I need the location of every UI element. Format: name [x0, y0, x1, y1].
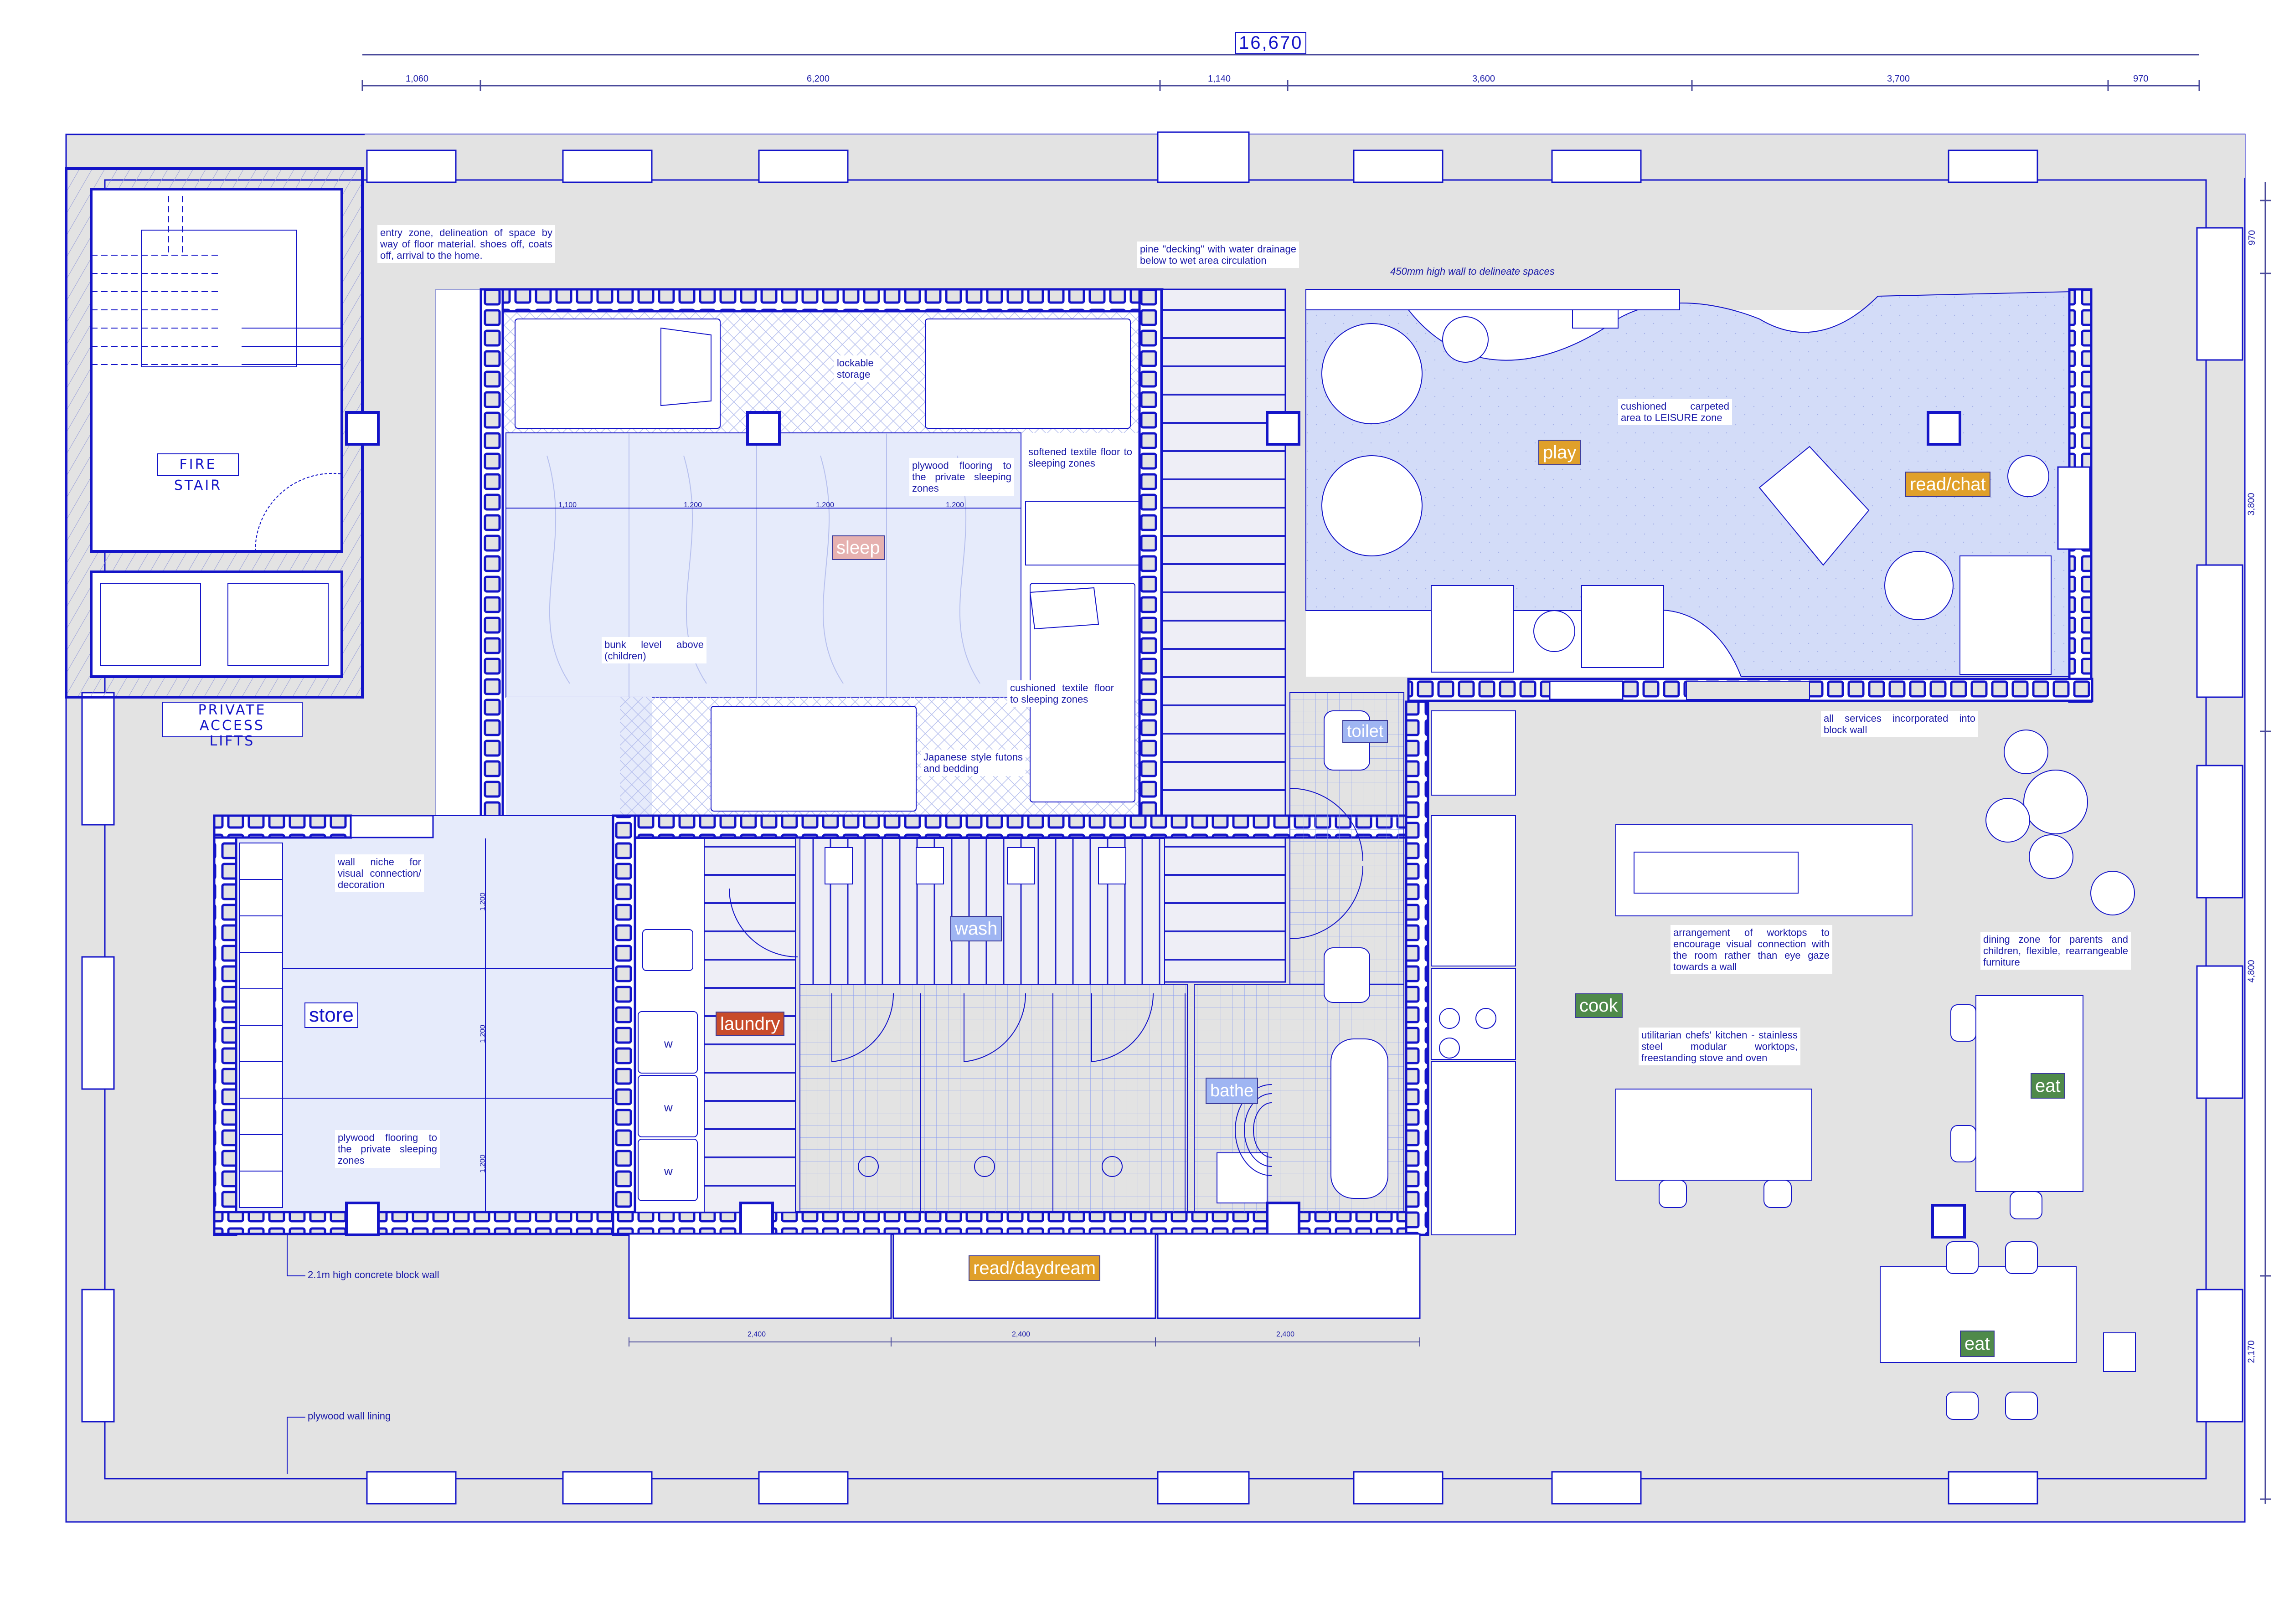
dimension-top-2: 6,200	[807, 74, 830, 84]
note-services-block-wall: all services incorporated into block wal…	[1821, 711, 1978, 737]
zone-cook-tag: cook	[1575, 993, 1623, 1018]
note-chefs-kitchen: utilitarian chefs' kitchen - stainless s…	[1639, 1028, 1800, 1065]
note-softened-textile: softened textile floor to sleeping zones	[1026, 444, 1135, 471]
zone-laundry-tag: laundry	[716, 1012, 785, 1036]
note-450mm-wall: 450mm high wall to delineate spaces	[1390, 266, 1555, 277]
dimension-sleep-2: 1,200	[684, 501, 702, 509]
note-concrete-block-wall: 2.1m high concrete block wall	[308, 1269, 439, 1280]
zone-eat-upper-tag: eat	[2031, 1073, 2065, 1099]
dimension-store-1: 1,200	[479, 892, 487, 911]
zone-store-tag: store	[304, 1002, 358, 1028]
private-lifts-label-line2: LIFTS	[209, 733, 255, 749]
washing-machine-2: w	[664, 1100, 673, 1114]
dimension-daydream-2: 2,400	[1012, 1331, 1031, 1338]
dimension-top-4: 3,600	[1472, 74, 1495, 84]
note-plywood-sleep: plywood flooring to the private sleeping…	[909, 458, 1014, 496]
note-plywood-store: plywood flooring to the private sleeping…	[335, 1130, 440, 1168]
overall-width-dimension: 16,670	[1235, 32, 1307, 54]
note-plywood-wall-lining: plywood wall lining	[308, 1410, 391, 1422]
dimension-right-2: 3,800	[2246, 493, 2257, 516]
dimension-right-4: 2,170	[2246, 1340, 2257, 1363]
note-lockable-storage: lockable storage	[834, 355, 880, 382]
note-pine-decking: pine "decking" with water drainage below…	[1137, 242, 1299, 268]
zone-toilet-tag: toilet	[1342, 720, 1388, 743]
zone-sleep-tag: sleep	[832, 535, 885, 560]
dimension-right-1: 970	[2247, 230, 2258, 246]
zone-play-tag: play	[1538, 440, 1581, 465]
fire-stair-label: FIRE STAIR	[157, 453, 239, 493]
dimension-top-1: 1,060	[406, 74, 429, 84]
note-wall-niche: wall niche for visual connection/ decora…	[335, 854, 424, 892]
zone-read-daydream-tag: read/daydream	[969, 1255, 1101, 1281]
dimension-top-3: 1,140	[1208, 74, 1231, 84]
dimension-store-3: 1,200	[479, 1154, 487, 1173]
washing-machine-3: w	[664, 1164, 673, 1178]
note-japanese-futons: Japanese style futons and bedding	[921, 750, 1026, 776]
note-bunk-level: bunk level above (children)	[602, 637, 706, 663]
dimension-sleep-4: 1,200	[946, 501, 964, 509]
dimension-top-6: 970	[2133, 74, 2149, 84]
dimension-daydream-1: 2,400	[748, 1331, 766, 1338]
private-lifts-label: PRIVATE ACCESS LIFTS	[162, 702, 303, 749]
note-dining-zone: dining zone for parents and children, fl…	[1980, 932, 2131, 970]
note-cushioned-textile: cushioned textile floor to sleeping zone…	[1007, 680, 1117, 707]
dimension-sleep-3: 1,200	[816, 501, 835, 509]
dimension-sleep-1: 1,100	[558, 501, 577, 509]
zone-read-chat-tag: read/chat	[1905, 472, 1990, 497]
zone-wash-tag: wash	[950, 916, 1002, 941]
dimension-store-2: 1,200	[479, 1024, 487, 1043]
dimension-right-3: 4,800	[2246, 960, 2257, 983]
note-carpeted-leisure: cushioned carpeted area to LEISURE zone	[1618, 399, 1732, 425]
washing-machine-1: w	[664, 1037, 673, 1050]
note-worktops-arrangement: arrangement of worktops to encourage vis…	[1671, 925, 1832, 974]
private-lifts-label-line1: PRIVATE ACCESS	[198, 702, 267, 734]
zone-bathe-tag: bathe	[1206, 1078, 1258, 1104]
dimension-daydream-3: 2,400	[1276, 1331, 1295, 1338]
zone-eat-lower-tag: eat	[1960, 1331, 1995, 1357]
dimension-top-5: 3,700	[1887, 74, 1910, 84]
note-entry-zone: entry zone, delineation of space by way …	[377, 225, 555, 263]
